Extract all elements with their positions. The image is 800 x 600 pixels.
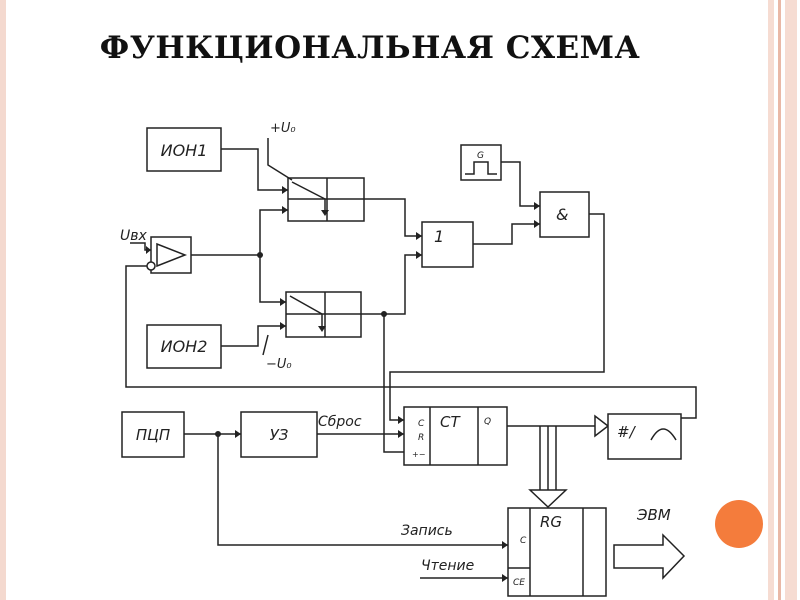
ion1-label: ИОН1	[161, 141, 208, 160]
sbros-label: Сброс	[318, 414, 362, 430]
ct-r-label: R	[418, 433, 424, 443]
rg-label: RG	[540, 513, 562, 531]
rg-register-block	[507, 507, 607, 597]
or-gate-label: 1	[434, 227, 444, 246]
evm-label: ЭВМ	[636, 506, 671, 524]
and-gate-label: &	[556, 205, 568, 224]
dac-block	[607, 413, 682, 460]
left-decorative-stripe	[0, 0, 6, 600]
ct-label: CT	[440, 413, 461, 431]
pcp-label: ПЦП	[136, 426, 170, 444]
right-decorative-stripes	[768, 0, 797, 600]
rg-c-label: C	[520, 536, 527, 546]
u-in-label: Uвх	[120, 228, 147, 244]
dac-label: #/	[617, 423, 637, 441]
accent-circle	[715, 500, 763, 548]
plus-u0-label: +U₀	[270, 121, 296, 136]
ct-q-label: Q	[484, 417, 491, 427]
chtenie-label: Чтение	[421, 558, 474, 574]
and-gate-block	[539, 191, 590, 238]
or-gate-block	[421, 221, 474, 268]
pcp-block	[121, 411, 185, 458]
generator-label: G	[477, 151, 484, 161]
uz-block	[240, 411, 318, 458]
ion1-block	[146, 127, 222, 172]
evm-output-arrow	[613, 533, 686, 580]
ct-counter-block	[403, 406, 508, 466]
ct-c-label: C	[418, 419, 425, 429]
zapis-label: Запись	[401, 523, 453, 539]
slide-title: ФУНКЦИОНАЛЬНАЯ СХЕМА	[99, 30, 641, 66]
uz-label: УЗ	[270, 426, 289, 444]
rg-ce-label: CE	[513, 578, 525, 588]
minus-u0-label: −U₀	[266, 357, 292, 372]
ion2-label: ИОН2	[161, 337, 208, 356]
ct-arrow-label: +−	[412, 450, 425, 459]
